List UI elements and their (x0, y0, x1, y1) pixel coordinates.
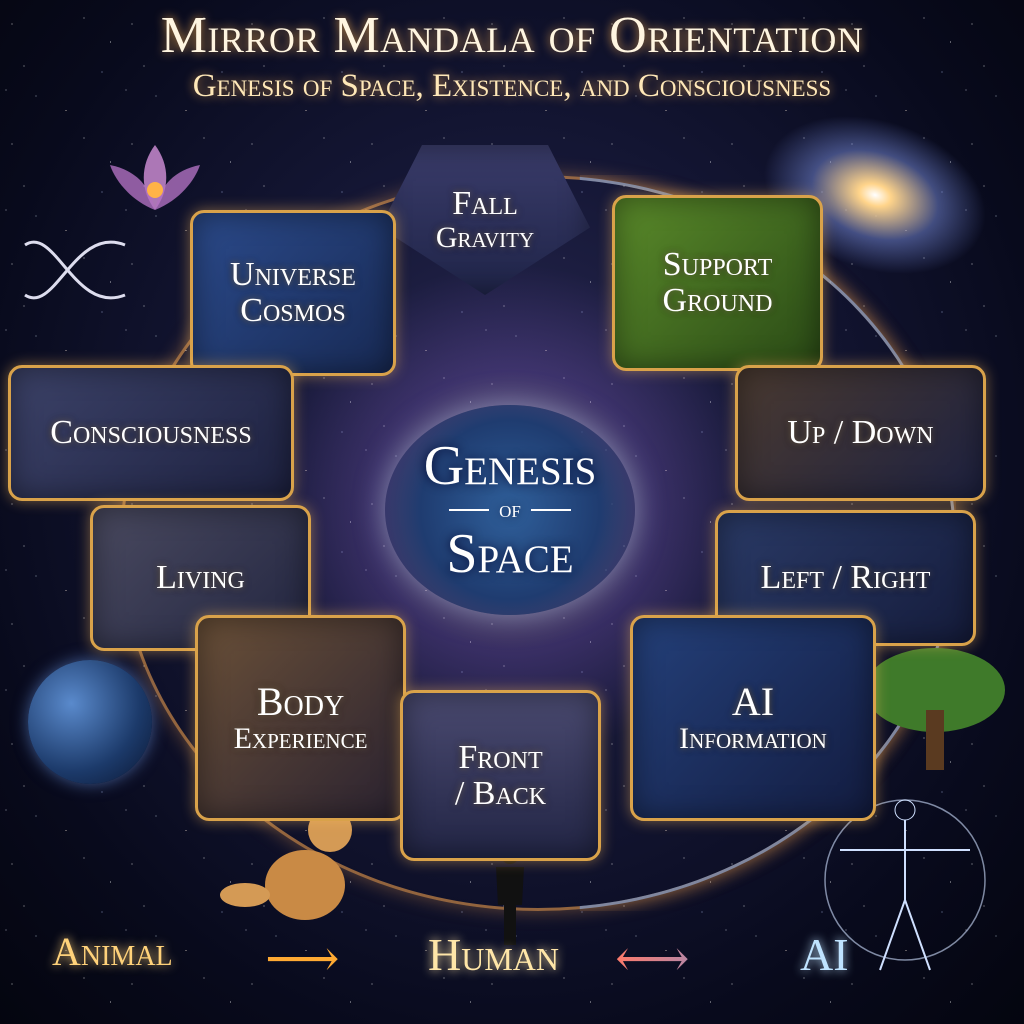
panel-support-ground: Support Ground (612, 195, 823, 371)
center-label-of: of (449, 498, 571, 522)
lotus-icon (110, 145, 200, 210)
panel-universe-cosmos: Universe Cosmos (190, 210, 396, 376)
panel-sublabel: Ground (662, 282, 773, 319)
panel-sublabel: Experience (233, 722, 368, 756)
panel-front-back: Front / Back (400, 690, 601, 861)
panel-sublabel: Cosmos (240, 292, 346, 329)
subtitle: Genesis of Space, Existence, and Conscio… (192, 68, 832, 104)
panel-sublabel: Gravity (435, 221, 535, 255)
panel-body-experience: Body Experience (195, 615, 406, 821)
panel-up-down: Up / Down (735, 365, 986, 501)
label-human: Human (428, 929, 560, 980)
vitruvian-figure-icon (824, 799, 986, 971)
tree-icon (865, 648, 1005, 770)
panel-label: Left / Right (760, 559, 931, 597)
dna-helix-icon (24, 240, 126, 300)
panel-ai-information: AI Information (630, 615, 876, 821)
panel-label: Living (156, 559, 245, 597)
panel-label: Universe (230, 256, 356, 294)
panel-label: Support (662, 246, 773, 284)
panel-label: Up / Down (787, 414, 934, 452)
main-title: Mirror Mandala of Orientation (160, 7, 864, 64)
panel-label: Body (256, 679, 345, 725)
panel-sublabel: Information (679, 722, 827, 756)
earth-planet-icon (28, 660, 152, 784)
center-genesis-of-space: Genesis of Space (385, 405, 635, 615)
bidirectional-arrow-icon: ⟷ (615, 934, 805, 986)
panel-label: Consciousness (50, 414, 252, 452)
arrow-right-icon: ⟶ (265, 931, 340, 988)
panel-consciousness: Consciousness (8, 365, 294, 501)
panel-sublabel: / Back (454, 774, 547, 812)
center-label-genesis: Genesis (423, 435, 597, 497)
label-animal: Animal (52, 929, 173, 974)
center-label-space: Space (446, 523, 574, 585)
panel-label: Fall (452, 185, 518, 223)
panel-label: Front (458, 738, 543, 776)
panel-label: AI (731, 679, 775, 725)
label-ai: AI (800, 929, 849, 980)
